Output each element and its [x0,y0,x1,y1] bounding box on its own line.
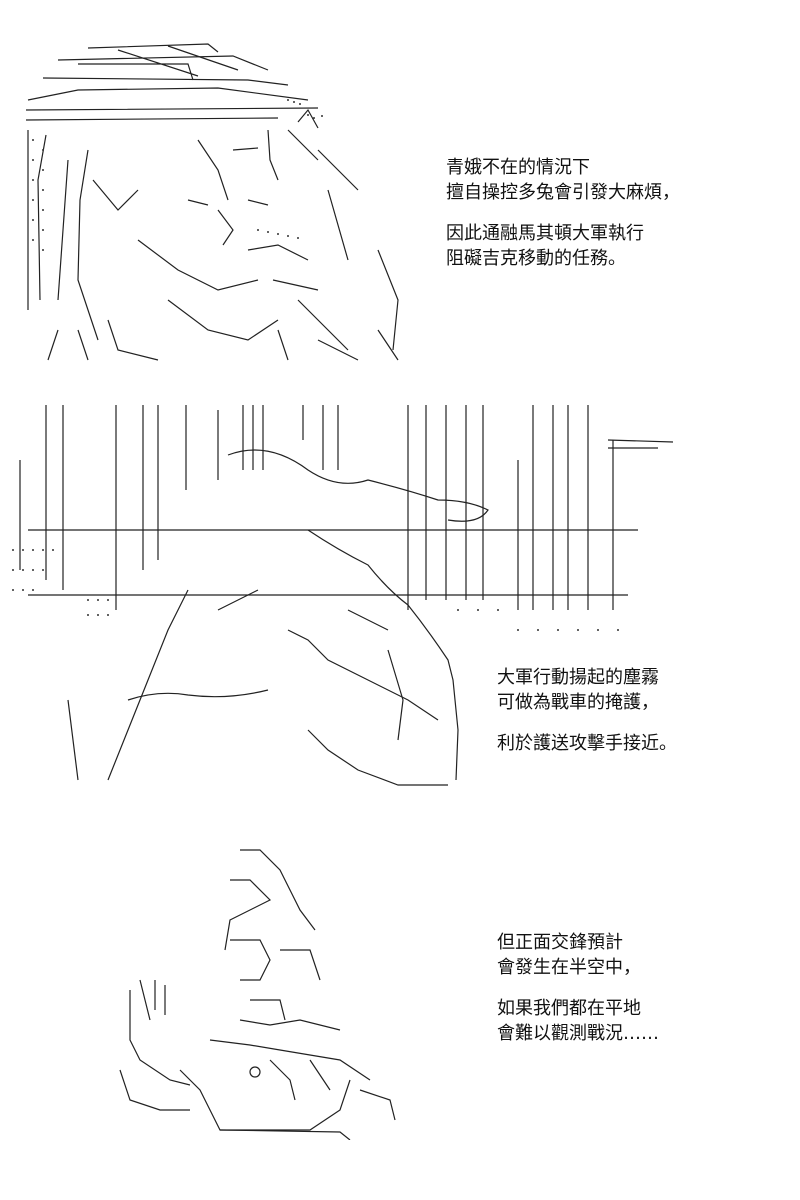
caption-line: 但正面交鋒預計 [497,932,623,953]
caption-line: 阻礙吉克移動的任務。 [446,248,626,269]
caption-line: 青娥不在的情況下 [446,157,590,178]
caption-line: 利於護送攻擊手接近。 [497,733,677,754]
ascii-art-army-dust-cloud [8,400,688,795]
caption-line: 可做為戰車的掩護， [497,692,659,713]
caption-2: 大軍行動揚起的塵霧 可做為戰車的掩護， 利於護送攻擊手接近。 [497,665,677,756]
panel-3: 但正面交鋒預計 會發生在半空中， 如果我們都在平地 會難以觀測戰況…… [0,810,800,1200]
caption-line: 如果我們都在平地 [497,998,641,1019]
ascii-art-small-robot [110,840,410,1140]
caption-line: 會發生在半空中， [497,957,641,978]
ascii-art-commander-portrait [18,30,423,370]
caption-line: 會難以觀測戰況…… [497,1023,659,1044]
caption-line: 因此通融馬其頓大軍執行 [446,223,644,244]
caption-3: 但正面交鋒預計 會發生在半空中， 如果我們都在平地 會難以觀測戰況…… [497,930,659,1046]
caption-1: 青娥不在的情況下 擅自操控多兔會引發大麻煩， 因此通融馬其頓大軍執行 阻礙吉克移… [446,155,680,271]
panel-1: 青娥不在的情況下 擅自操控多兔會引發大麻煩， 因此通融馬其頓大軍執行 阻礙吉克移… [0,0,800,390]
caption-line: 擅自操控多兔會引發大麻煩， [446,182,680,203]
caption-line: 大軍行動揚起的塵霧 [497,667,659,688]
panel-2: 大軍行動揚起的塵霧 可做為戰車的掩護， 利於護送攻擊手接近。 [0,390,800,810]
